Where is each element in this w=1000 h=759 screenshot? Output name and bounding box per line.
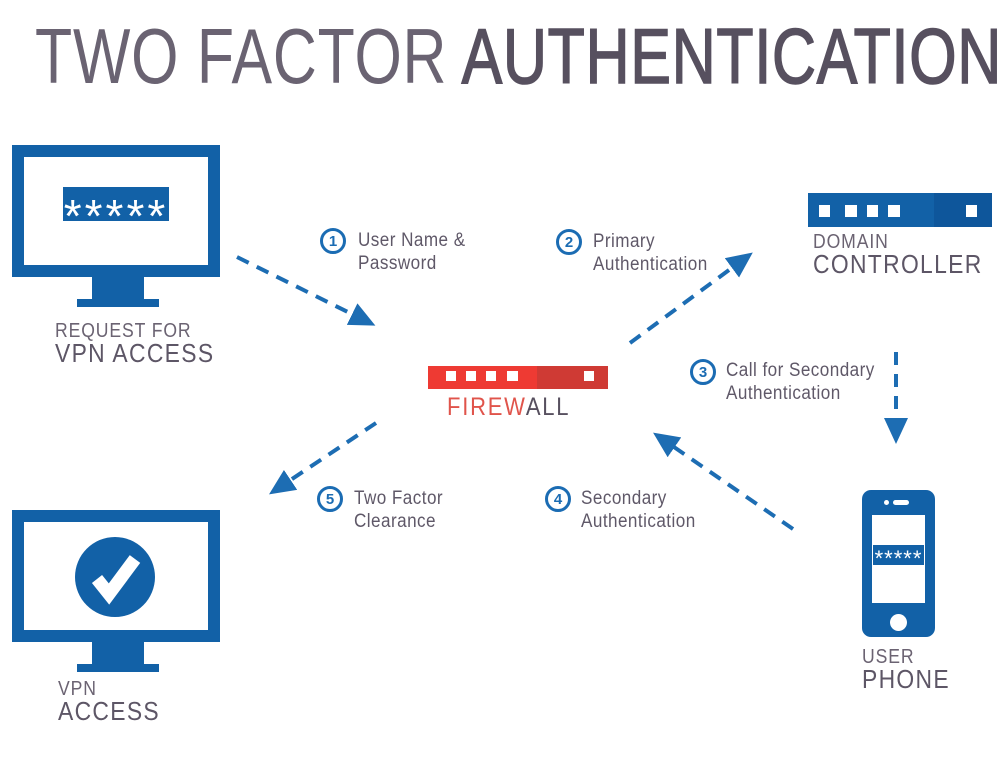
firewall-led [507, 371, 518, 381]
check-icon [75, 537, 155, 617]
vpn-monitor-base [77, 664, 159, 672]
user-phone-label: USER PHONE [862, 646, 950, 694]
domain-controller-icon [808, 193, 992, 227]
phone-speaker-icon [893, 500, 909, 505]
domain-controller-label: DOMAIN CONTROLLER [813, 231, 983, 279]
step-5-number-badge: 5 [317, 486, 343, 512]
user-phone-icon: ***** [862, 490, 935, 637]
server-led [867, 205, 878, 217]
step-1-label: User Name & Password [358, 229, 466, 275]
step-2-number-badge: 2 [556, 229, 582, 255]
password-field: ***** [63, 187, 169, 221]
step-5-label-line2: Clearance [354, 511, 436, 532]
step-5-label-line1: Two Factor [354, 488, 444, 509]
title-part-two-factor: TWO FACTOR [35, 12, 462, 100]
step-4-label-line1: Secondary [581, 488, 667, 509]
domain-controller-shade [934, 193, 992, 227]
request-monitor-stand [92, 277, 144, 299]
firewall-label-part2: ALL [525, 393, 571, 421]
server-led [819, 205, 830, 217]
firewall-shade [537, 366, 608, 389]
firewall-icon [428, 366, 608, 389]
vpn-monitor-stand [92, 642, 144, 664]
step-1-label-line2: Password [358, 253, 437, 274]
firewall-label-part1: FIREW [447, 393, 526, 421]
arrow-5-two-factor-clearance [269, 421, 378, 495]
server-led [966, 205, 977, 217]
request-label-line1: REQUEST FOR [55, 320, 192, 342]
step-2-label-line2: Authentication [593, 254, 708, 275]
firewall-led [584, 371, 594, 381]
user-phone-label-line1: USER [862, 646, 915, 668]
step-5-label: Two Factor Clearance [354, 487, 443, 533]
phone-camera-icon [884, 500, 889, 505]
step-3-label-line2: Authentication [726, 383, 841, 404]
step-2-label: Primary Authentication [593, 230, 708, 276]
request-vpn-access-label: REQUEST FOR VPN ACCESS [55, 320, 215, 368]
server-led [888, 205, 900, 217]
step-3-label-line1: Call for Secondary [726, 360, 875, 381]
step-3-number-badge: 3 [690, 359, 716, 385]
phone-home-button [890, 614, 907, 631]
firewall-led [466, 371, 476, 381]
step-4-number-badge: 4 [545, 486, 571, 512]
step-1-label-line1: User Name & [358, 230, 466, 251]
firewall-label: FIREWALL [447, 393, 570, 422]
step-1-number-badge: 1 [320, 228, 346, 254]
user-phone-label-line2: PHONE [862, 664, 950, 694]
arrow-1-username-password [236, 255, 376, 326]
title-part-authentication: AUTHENTICATION [461, 12, 1000, 100]
server-led [845, 205, 857, 217]
step-4-label-line2: Authentication [581, 511, 696, 532]
request-monitor-icon: ***** [12, 145, 220, 277]
phone-password-field: ***** [873, 545, 924, 565]
firewall-led [486, 371, 496, 381]
vpn-access-monitor-icon [12, 510, 220, 642]
step-2-label-line1: Primary [593, 231, 656, 252]
domain-controller-label-line2: CONTROLLER [813, 249, 983, 279]
step-4-label: Secondary Authentication [581, 487, 696, 533]
page-title: TWO FACTOR AUTHENTICATION [35, 15, 1000, 97]
request-monitor-base [77, 299, 159, 307]
firewall-led [446, 371, 456, 381]
vpn-access-label-line1: VPN [58, 678, 97, 700]
vpn-access-label: VPN ACCESS [58, 678, 161, 726]
vpn-access-label-line2: ACCESS [58, 696, 161, 726]
request-label-line2: VPN ACCESS [55, 338, 215, 368]
step-3-label: Call for Secondary Authentication [726, 359, 875, 405]
domain-controller-label-line1: DOMAIN [813, 231, 889, 253]
